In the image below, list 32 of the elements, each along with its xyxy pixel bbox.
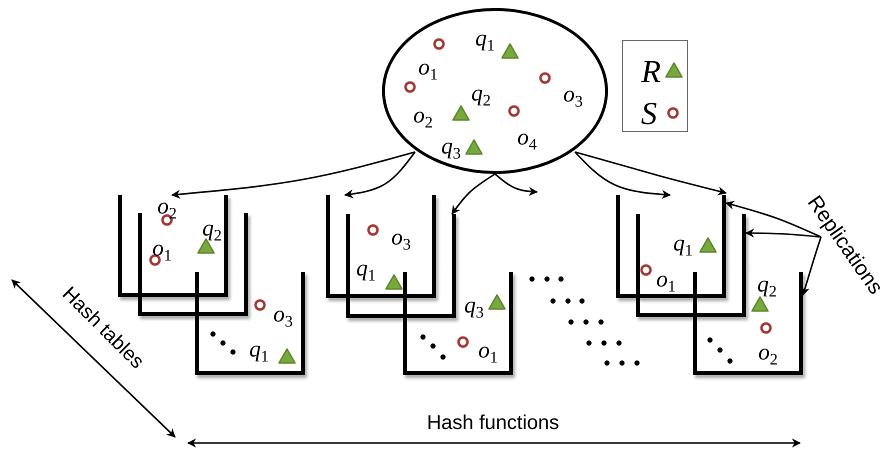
element-label: q$_{3}$ [441,134,461,158]
element-label: o$_{3}$ [391,226,411,248]
element-label: o$_{1}$ [418,56,438,78]
arrow [801,236,822,296]
element-label: o$_{2}$ [157,194,177,218]
element-label: q$_{1}$ [475,26,495,50]
arrow [574,151,671,199]
element-label: q$_{1}$ [673,232,693,254]
element-label: q$_{3}$ [464,294,484,316]
arrow [745,228,822,238]
element-label: o$_{3}$ [563,82,583,106]
element-label: o$_{1}$ [478,338,498,362]
arrow [171,151,416,199]
element-label: q$_{2}$ [202,216,222,240]
legend-label: R [641,55,661,87]
axis-label: Hash functions [426,413,560,433]
element-label: q$_{1}$ [356,256,376,280]
arrow [344,152,416,198]
element-label: o$_{3}$ [273,302,293,326]
arrow [494,173,538,196]
arrow [451,173,496,215]
element-label: o$_{2}$ [413,104,433,126]
element-label: q$_{2}$ [757,272,777,296]
element-label: o$_{1}$ [656,268,676,290]
arrow [725,200,822,238]
element-label: q$_{2}$ [471,82,491,104]
element-label: o$_{1}$ [152,236,172,260]
element-label: o$_{4}$ [517,126,537,148]
legend-label: S [641,97,657,129]
element-label: q$_{1}$ [249,338,269,360]
arrow [574,151,727,196]
element-label: o$_{2}$ [758,340,778,364]
